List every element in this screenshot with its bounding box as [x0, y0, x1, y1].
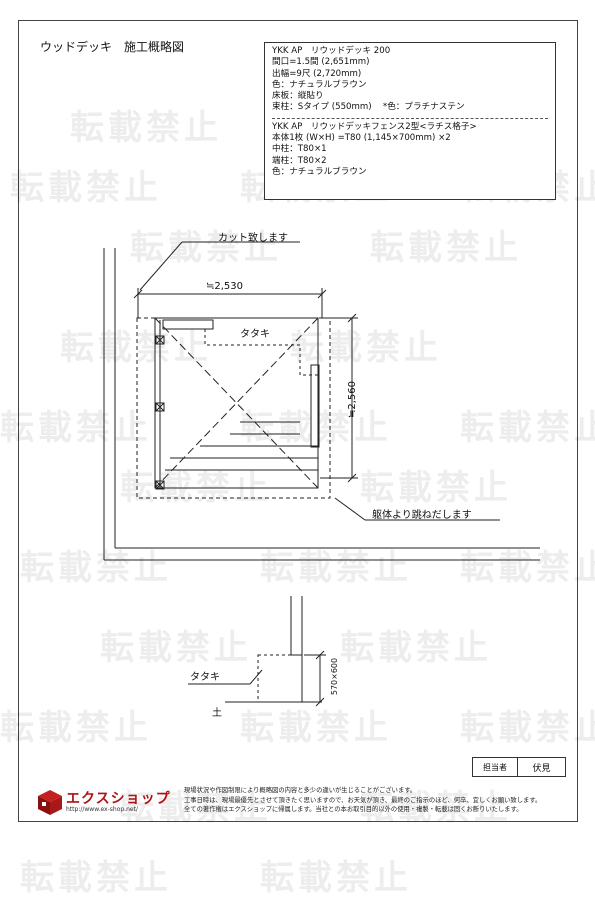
footer-note: 工事日時は、現場最優先とさせて頂きたく思いますので、お天気が頂き、最終のご指示の… — [184, 796, 542, 804]
tataki-plan-label: タタキ — [240, 329, 270, 340]
spec-deck-line: 床板：縦貼り — [272, 91, 324, 102]
spec-box: YKK AP リウッドデッキ 200 間口=1.5間 (2,651mm) 出幅=… — [264, 42, 556, 200]
staff-box: 担当者 伏見 — [472, 757, 566, 777]
spec-deck-line: 色：ナチュラルブラウン — [272, 79, 367, 90]
staff-name: 伏見 — [532, 763, 551, 774]
depth-dimension: ≒2,560 — [347, 380, 359, 419]
footer-notes: 現場状況や作図制限により概略図の内容と多少の違いが生じることがございます。 工事… — [184, 786, 541, 815]
footer-note: 全ての著作権はエクスショップに帰属します。当社との本お取引目的以外の使用・複製・… — [184, 806, 523, 813]
spec-fence-line: 端柱：T80×2 — [272, 155, 327, 166]
spec-deck-line: 束柱：Sタイプ (550mm) *色：プラチナステン — [272, 102, 465, 113]
cut-label: カット致します — [218, 233, 288, 244]
spec-fence-line: 本体1枚 (W×H) =T80 (1,145×700mm) ×2 — [272, 133, 451, 144]
spec-fence-line: 色：ナチュラルブラウン — [272, 166, 367, 177]
spec-fence-line: YKK AP リウッドデッキフェンス2型<ラチス格子> — [272, 121, 477, 132]
spec-deck-line: 出幅=9尺 (2,720mm) — [272, 68, 362, 79]
box-logo-icon — [38, 790, 62, 815]
spec-fence-line: 中柱：T80×1 — [272, 144, 327, 155]
watermark-text: 転載禁止 — [260, 858, 412, 898]
tataki-section-label: タタキ — [190, 672, 220, 683]
watermark-text: 転載禁止 — [20, 858, 172, 898]
drawing-sheet — [18, 20, 578, 822]
company-url[interactable]: http://www.ex-shop.net/ — [66, 806, 138, 813]
soil-label: 土 — [212, 708, 222, 719]
overhang-label: 躯体より跳ねだします — [372, 510, 472, 521]
page-title: ウッドデッキ 施工概略図 — [40, 40, 185, 54]
footer-bar: エクスショップ http://www.ex-shop.net/ 現場状況や作図制… — [30, 782, 566, 820]
section-dimension: 570×600 — [330, 657, 340, 696]
company-name: エクスショップ — [66, 791, 171, 807]
footer-note: 現場状況や作図制限により概略図の内容と多少の違いが生じることがございます。 — [184, 787, 417, 794]
spec-separator — [272, 117, 548, 119]
spec-deck-line: 間口=1.5間 (2,651mm) — [272, 57, 370, 68]
staff-label: 担当者 — [473, 758, 518, 776]
width-dimension: ≒2,530 — [206, 281, 244, 292]
spec-deck-line: YKK AP リウッドデッキ 200 — [272, 46, 391, 56]
company-logo: エクスショップ http://www.ex-shop.net/ — [36, 784, 176, 818]
